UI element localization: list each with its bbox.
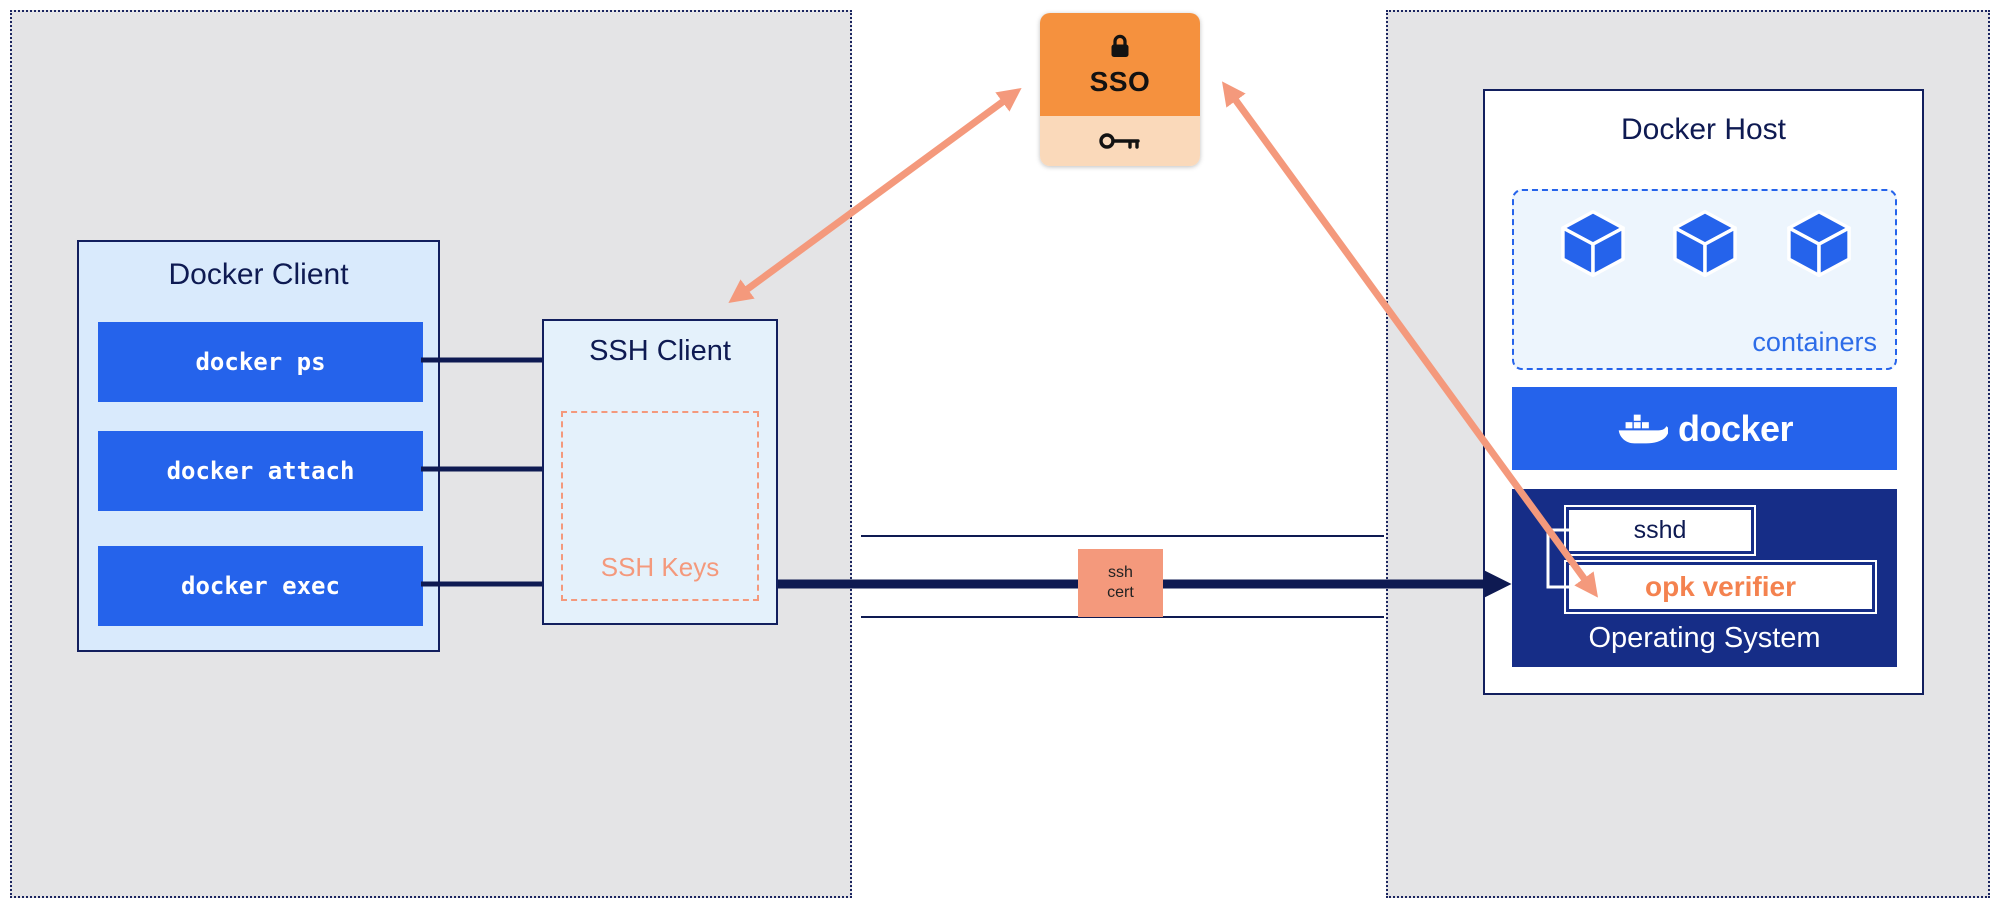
operating-system-box: sshd opk verifier Operating System <box>1512 489 1897 667</box>
ssh-keys-label: SSH Keys <box>600 552 720 582</box>
ssh-client-box: SSH Client SSH Keys <box>542 319 778 625</box>
ssh-keys-box: SSH Keys <box>561 411 759 601</box>
docker-exec-command: docker exec <box>98 546 423 626</box>
docker-ps-command: docker ps <box>98 322 423 402</box>
sso-label: SSO <box>1089 65 1151 97</box>
lock-icon <box>1111 34 1129 57</box>
ssh-cert-line2: cert <box>1107 584 1134 601</box>
key-icon <box>1099 133 1140 149</box>
docker-logo-icon <box>1618 414 1668 443</box>
containers-label: containers <box>1752 327 1877 357</box>
ssh-cert-line1: ssh <box>1108 564 1133 581</box>
opk-verifier-box: opk verifier <box>1564 560 1877 614</box>
containers-box: containers <box>1512 189 1897 370</box>
operating-system-title: Operating System <box>1588 622 1821 654</box>
docker-host-title: Docker Host <box>1620 113 1787 146</box>
docker-client-title: Docker Client <box>168 258 349 291</box>
docker-host-box: Docker Host <box>1483 89 1924 695</box>
container-cube-icon <box>1561 210 1625 278</box>
sso-bottom-section <box>1040 116 1200 166</box>
sshd-box: sshd <box>1564 505 1756 556</box>
ssh-cert-chip: ssh cert <box>1078 549 1163 617</box>
sso-box: SSO <box>1040 13 1200 166</box>
ssh-client-title: SSH Client <box>589 335 731 367</box>
docker-attach-command: docker attach <box>98 431 423 511</box>
container-cube-icon <box>1787 210 1851 278</box>
docker-client-box: Docker Client docker ps docker attach do… <box>77 240 440 652</box>
container-cube-icon <box>1673 210 1737 278</box>
docker-wordmark: docker <box>1677 407 1794 449</box>
docker-engine-bar: docker <box>1512 387 1897 470</box>
sso-top-section: SSO <box>1040 13 1200 116</box>
